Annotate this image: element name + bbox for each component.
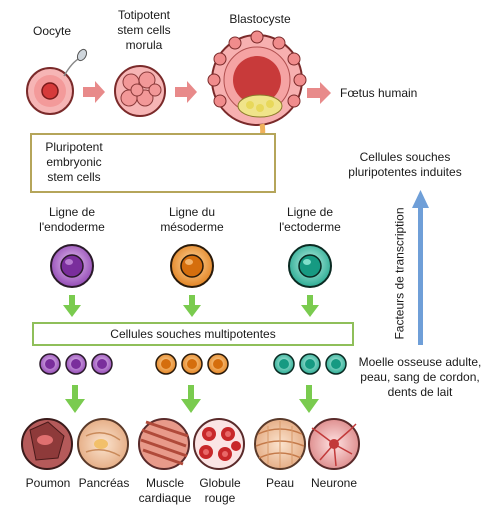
blastocyst-label: Blastocyste <box>229 12 291 26</box>
mesoderm-cell-icon <box>170 244 214 288</box>
ipsc-title: Cellules souches pluripotentes induites <box>348 150 462 179</box>
morula-icon <box>114 65 166 117</box>
fetus-label: Fœtus humain <box>340 86 418 100</box>
tissue-label-neurone: Neurone <box>310 476 358 490</box>
red-blood-cell-tissue-icon <box>193 418 245 470</box>
ectoderm-label: Ligne de l'ectoderme <box>279 205 341 234</box>
tissue-label-pancreas: Pancréas <box>78 476 130 490</box>
multipotent-box <box>32 322 354 346</box>
tissue-label-globule: Globule rouge <box>199 476 241 505</box>
ectoderm-cell-icon <box>288 244 332 288</box>
skin-tissue-icon <box>254 418 306 470</box>
pancreas-tissue-icon <box>77 418 129 470</box>
tissue-label-muscle: Muscle cardiaque <box>138 476 192 505</box>
multipotent-mesoderm-icon <box>155 353 229 375</box>
multipotent-ectoderm-icon <box>273 353 347 375</box>
neuron-tissue-icon <box>308 418 360 470</box>
endoderm-cell-icon <box>50 244 94 288</box>
multipotent-endoderm-icon <box>39 353 113 375</box>
green-arrows-upper-icon <box>63 295 319 317</box>
morula-label: Totipotent stem cells morula <box>117 8 171 52</box>
oocyte-label: Oocyte <box>32 24 71 38</box>
pluripotent-box <box>30 133 276 193</box>
blastocyst-icon <box>207 30 307 126</box>
transcription-factors-label: Facteurs de transcription <box>392 207 407 340</box>
tissue-label-peau: Peau <box>265 476 295 490</box>
pluripotent-label: Pluripotent embryonic stem cells <box>45 140 103 184</box>
arrow-morula-blastocyst-icon <box>175 81 197 103</box>
arrow-blastocyst-fetus-icon <box>307 82 331 104</box>
cardiac-muscle-tissue-icon <box>138 418 190 470</box>
lung-tissue-icon <box>21 418 73 470</box>
mesoderm-label: Ligne du mésoderme <box>160 205 224 234</box>
arrow-oocyte-morula-icon <box>83 81 105 103</box>
transcription-arrow-icon <box>412 190 429 345</box>
endoderm-label: Ligne de l'endoderme <box>39 205 105 234</box>
adult-sources-label: Moelle osseuse adulte, peau, sang de cor… <box>358 355 482 399</box>
green-arrows-lower-icon <box>65 385 319 413</box>
oocyte-icon <box>26 48 88 115</box>
tissue-label-poumon: Poumon <box>25 476 71 490</box>
multipotent-label: Cellules souches multipotentes <box>110 327 276 341</box>
